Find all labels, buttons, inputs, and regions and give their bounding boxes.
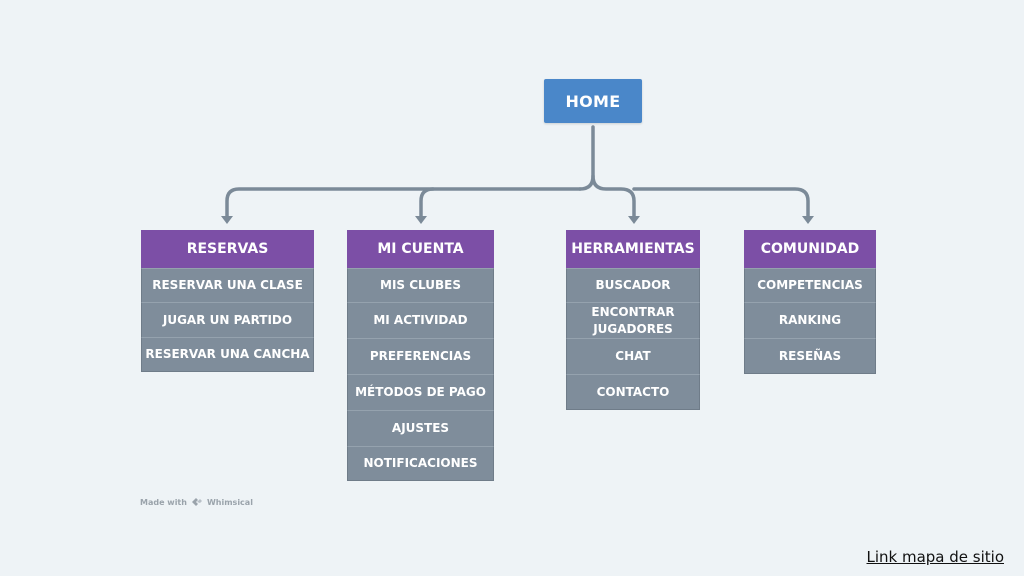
connector-reservas	[225, 187, 582, 221]
section-header: MI CUENTA	[347, 230, 494, 268]
section-header: COMUNIDAD	[744, 230, 876, 268]
list-item: RESEÑAS	[744, 338, 876, 374]
list-item: MÉTODOS DE PAGO	[347, 374, 494, 410]
section-mi-cuenta: MI CUENTA MIS CLUBES MI ACTIVIDAD PREFER…	[347, 230, 494, 481]
list-item: MIS CLUBES	[347, 268, 494, 302]
list-item: BUSCADOR	[566, 268, 700, 302]
section-herramientas: HERRAMIENTAS BUSCADOR ENCONTRAR JUGADORE…	[566, 230, 700, 410]
list-item: AJUSTES	[347, 410, 494, 446]
section-comunidad: COMUNIDAD COMPETENCIAS RANKING RESEÑAS	[744, 230, 876, 374]
list-item: RESERVAR UNA CANCHA	[141, 337, 314, 372]
home-node: HOME	[544, 79, 642, 123]
whimsical-brand: Whimsical	[206, 497, 253, 507]
list-item: RESERVAR UNA CLASE	[141, 268, 314, 302]
list-item: CONTACTO	[566, 374, 700, 410]
connector-comunidad	[632, 187, 810, 221]
connector-mi-cuenta	[419, 187, 435, 221]
list-item: COMPETENCIAS	[744, 268, 876, 302]
made-with-watermark: Made with Whimsical	[140, 497, 253, 507]
section-reservas: RESERVAS RESERVAR UNA CLASE JUGAR UN PAR…	[141, 230, 314, 372]
arrow-mi-cuenta	[415, 216, 427, 224]
sitemap-link[interactable]: Link mapa de sitio	[866, 548, 1005, 566]
list-item: NOTIFICACIONES	[347, 446, 494, 481]
connector-herramientas	[591, 174, 636, 221]
list-item: JUGAR UN PARTIDO	[141, 302, 314, 337]
list-item: PREFERENCIAS	[347, 338, 494, 374]
arrow-comunidad	[802, 216, 814, 224]
list-item: CHAT	[566, 338, 700, 374]
section-header: HERRAMIENTAS	[566, 230, 700, 268]
connector-trunk	[578, 125, 595, 191]
arrow-reservas	[221, 216, 233, 224]
whimsical-logo-icon	[191, 498, 202, 506]
made-with-label: Made with	[140, 497, 187, 507]
list-item: RANKING	[744, 302, 876, 338]
list-item: ENCONTRAR JUGADORES	[566, 302, 700, 338]
list-item: MI ACTIVIDAD	[347, 302, 494, 338]
arrow-herramientas	[628, 216, 640, 224]
section-header: RESERVAS	[141, 230, 314, 268]
